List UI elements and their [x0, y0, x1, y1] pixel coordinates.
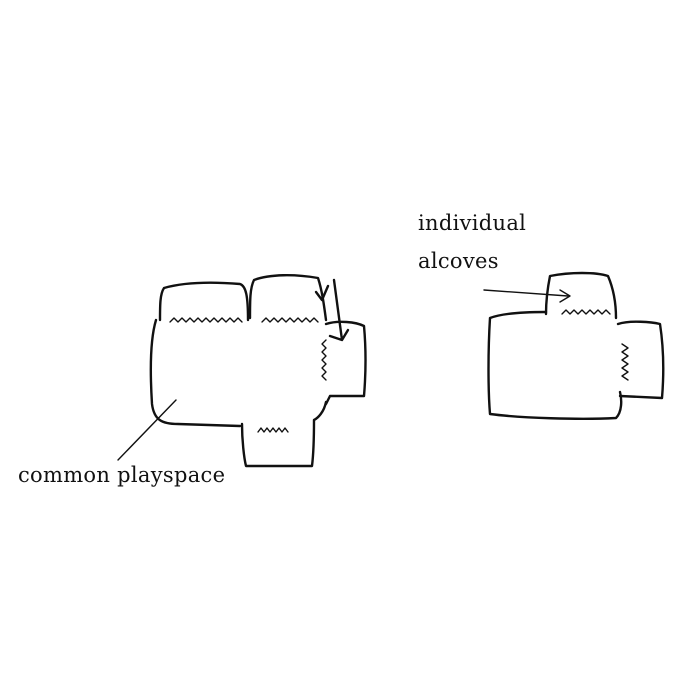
top-middle-alcove-wavy-divider — [261, 317, 319, 323]
room-outline — [487, 310, 623, 420]
right-alcove-outline — [616, 320, 665, 400]
right-alcove-wavy-divider — [621, 343, 629, 381]
top-right-corner-mark — [314, 284, 330, 302]
bottom-alcove-outline — [240, 400, 328, 468]
individual-alcoves-label-line2: alcoves — [418, 249, 499, 273]
arrow-into-right-alcove — [328, 278, 350, 342]
pointer-arrowhead — [559, 289, 571, 303]
common-playspace-leader-line — [117, 399, 177, 461]
bottom-alcove-wavy-divider — [257, 427, 289, 433]
individual-alcoves-pointer — [483, 289, 569, 297]
individual-alcoves-label-line1: individual — [418, 211, 526, 235]
left-playspace-sketch — [117, 274, 367, 468]
common-playspace-label: common playspace — [18, 463, 225, 487]
top-alcove-outline — [544, 271, 618, 320]
top-left-alcove-wavy-divider — [169, 317, 243, 323]
top-middle-alcove-outline — [248, 274, 328, 322]
top-alcove-wavy-divider — [561, 309, 611, 315]
right-alcove-outline — [324, 320, 367, 406]
common-playspace-outline — [149, 318, 242, 428]
top-left-alcove-outline — [158, 281, 250, 322]
right-alcove-wavy-divider — [321, 339, 327, 381]
right-playspace-sketch — [483, 271, 665, 420]
